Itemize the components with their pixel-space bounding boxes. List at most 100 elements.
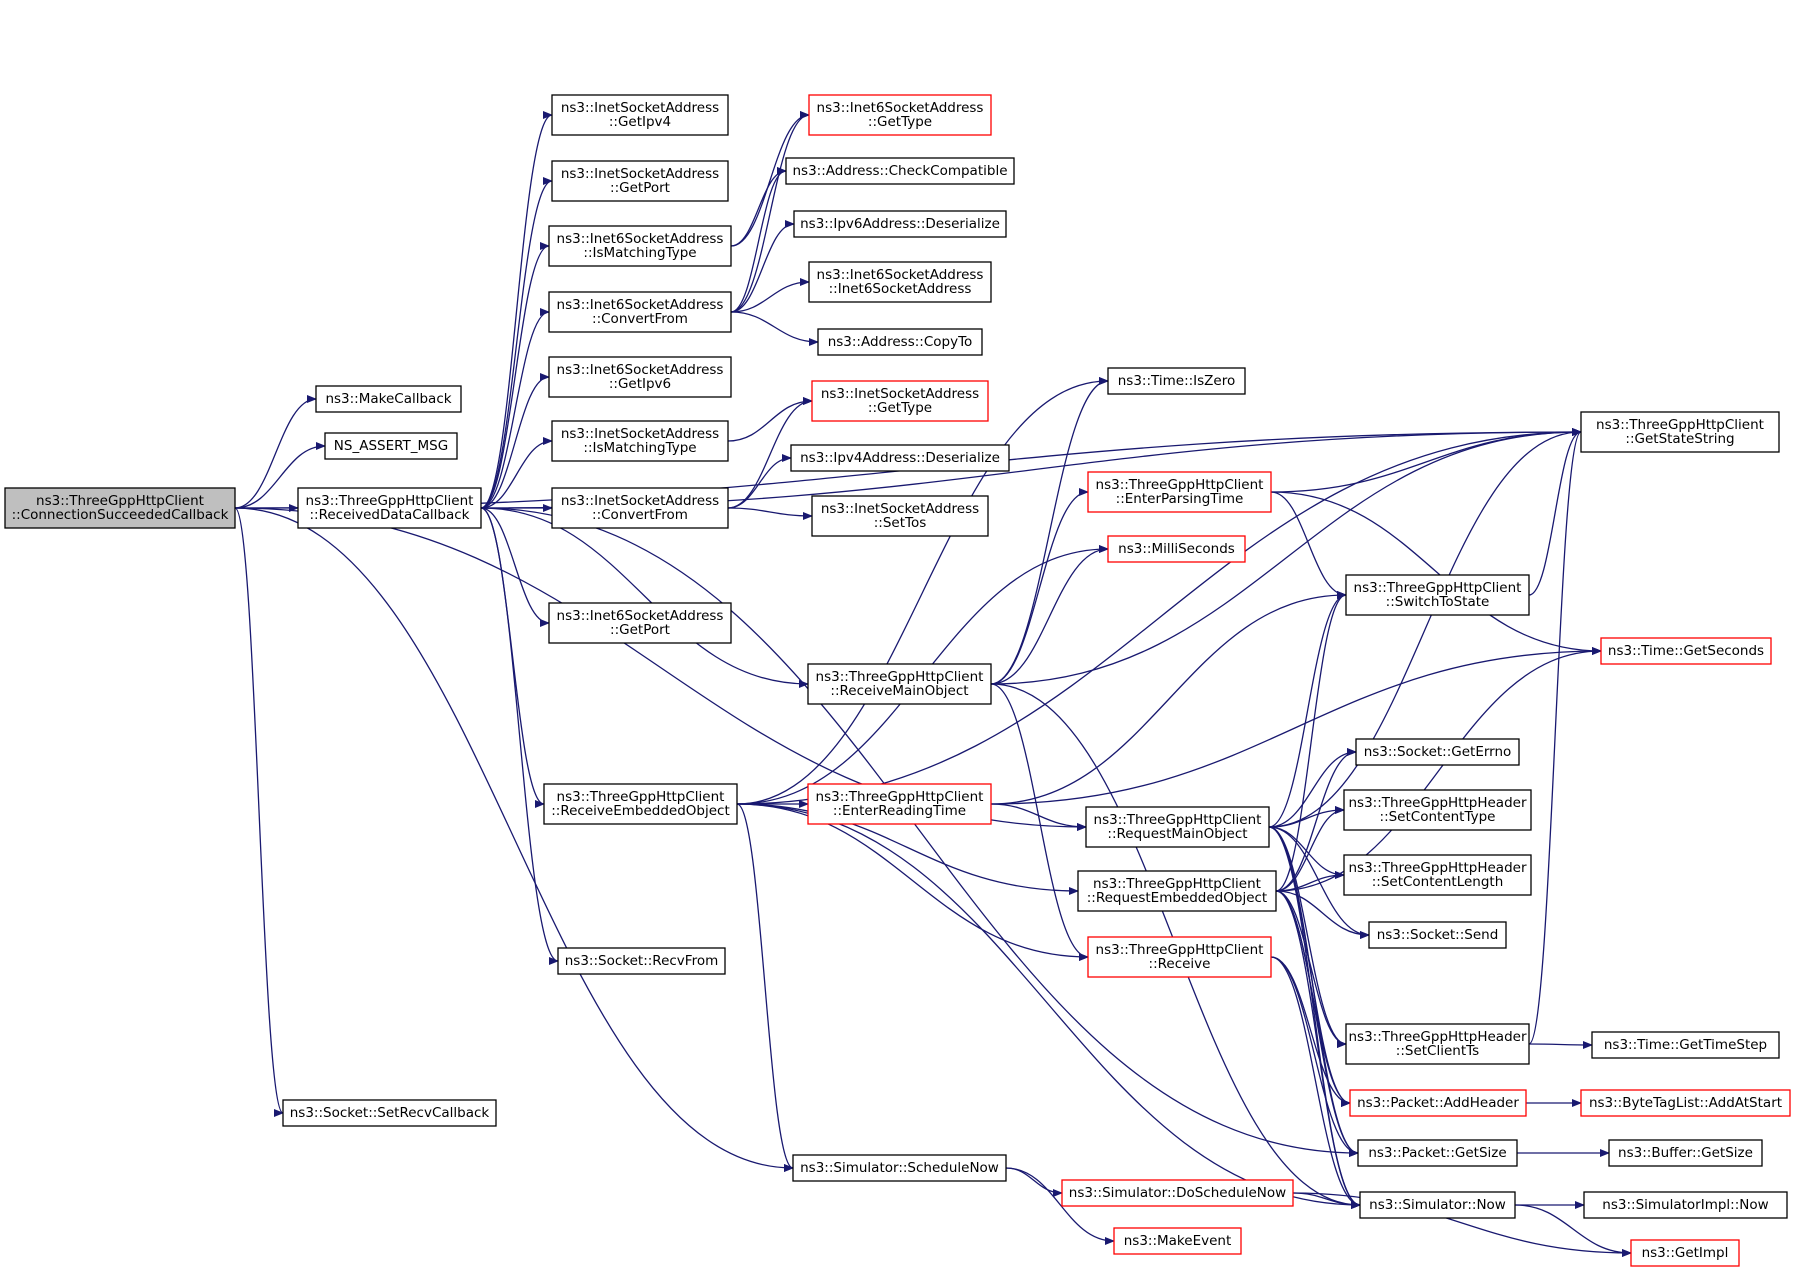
node-inet6_ismatching[interactable]: ns3::Inet6SocketAddress::IsMatchingType	[548, 225, 732, 267]
node-simnow[interactable]: ns3::Simulator::Now	[1359, 1191, 1516, 1219]
node-schedulenow[interactable]: ns3::Simulator::ScheduleNow	[792, 1154, 1007, 1182]
edge-simnow-to-getimpl	[1514, 1204, 1632, 1257]
node-inet6_getport[interactable]: ns3::Inet6SocketAddress::GetPort	[548, 602, 732, 644]
node-label-schedulenow-0: ns3::Simulator::ScheduleNow	[800, 1160, 999, 1176]
node-receiveddata[interactable]: ns3::ThreeGppHttpClient::ReceivedDataCal…	[297, 487, 482, 529]
node-setcontenttype[interactable]: ns3::ThreeGppHttpHeader::SetContentType	[1343, 789, 1532, 831]
node-receive[interactable]: ns3::ThreeGppHttpClient::Receive	[1087, 936, 1272, 978]
node-switchtostate[interactable]: ns3::ThreeGppHttpClient::SwitchToState	[1345, 574, 1530, 616]
node-ipv6deser[interactable]: ns3::Ipv6Address::Deserialize	[793, 210, 1007, 238]
node-simimplnow[interactable]: ns3::SimulatorImpl::Now	[1583, 1191, 1788, 1219]
edge-receiveembedded-to-requestembedded	[736, 803, 1079, 895]
node-packetgetsize[interactable]: ns3::Packet::GetSize	[1357, 1139, 1518, 1167]
node-label-inet6_getipv6-1: ::GetIpv6	[609, 376, 671, 392]
node-inet_ismatching[interactable]: ns3::InetSocketAddress::IsMatchingType	[551, 420, 729, 462]
node-inet_settos[interactable]: ns3::InetSocketAddress::SetTos	[811, 495, 989, 537]
node-label-setclientts-1: ::SetClientTs	[1396, 1043, 1479, 1059]
node-addheader[interactable]: ns3::Packet::AddHeader	[1349, 1089, 1527, 1117]
node-milliseconds[interactable]: ns3::MilliSeconds	[1107, 535, 1246, 563]
node-geterrno[interactable]: ns3::Socket::GetErrno	[1355, 738, 1520, 766]
node-inet_gettype[interactable]: ns3::InetSocketAddress::GetType	[811, 380, 989, 422]
node-receivemain[interactable]: ns3::ThreeGppHttpClient::ReceiveMainObje…	[807, 663, 992, 705]
node-label-requestmain-1: ::RequestMainObject	[1107, 826, 1247, 842]
node-gettimestep[interactable]: ns3::Time::GetTimeStep	[1591, 1031, 1780, 1059]
node-label-checkcompat-0: ns3::Address::CheckCompatible	[792, 163, 1007, 179]
edge-receivemain-to-milliseconds	[990, 545, 1109, 685]
node-copyto[interactable]: ns3::Address::CopyTo	[817, 328, 983, 356]
node-label-inet6_ctor-0: ns3::Inet6SocketAddress	[817, 267, 984, 283]
node-root[interactable]: ns3::ThreeGppHttpClient::ConnectionSucce…	[4, 487, 236, 529]
node-setclientts[interactable]: ns3::ThreeGppHttpHeader::SetClientTs	[1345, 1023, 1530, 1065]
node-inet_convertfrom[interactable]: ns3::InetSocketAddress::ConvertFrom	[551, 487, 729, 529]
edge-requestmain-to-geterrno	[1268, 748, 1357, 828]
node-setcontentlength[interactable]: ns3::ThreeGppHttpHeader::SetContentLengt…	[1343, 854, 1532, 896]
node-setrecvcb[interactable]: ns3::Socket::SetRecvCallback	[282, 1099, 497, 1127]
node-label-inet_settos-1: ::SetTos	[874, 515, 927, 531]
edge-receive-to-packetgetsize	[1270, 956, 1359, 1157]
edge-schedulenow-to-doschedulenow	[1005, 1167, 1063, 1197]
node-box-copyto	[817, 328, 983, 356]
edge-inet6_convertfrom-to-inet6_ctor	[730, 278, 810, 313]
node-inet_getport[interactable]: ns3::InetSocketAddress::GetPort	[551, 160, 729, 202]
node-enterreading[interactable]: ns3::ThreeGppHttpClient::EnterReadingTim…	[807, 783, 992, 825]
node-box-requestembedded	[1077, 870, 1277, 912]
node-label-addatstart-0: ns3::ByteTagList::AddAtStart	[1589, 1095, 1782, 1111]
edge-receiveembedded-to-iszero	[736, 377, 1109, 805]
node-getstatestring[interactable]: ns3::ThreeGppHttpClient::GetStateString	[1580, 411, 1780, 453]
node-addatstart[interactable]: ns3::ByteTagList::AddAtStart	[1580, 1089, 1791, 1117]
node-doschedulenow[interactable]: ns3::Simulator::DoScheduleNow	[1061, 1179, 1294, 1207]
node-ipv4deser[interactable]: ns3::Ipv4Address::Deserialize	[790, 444, 1010, 472]
node-label-receiveddata-1: ::ReceivedDataCallback	[309, 507, 469, 523]
node-socketsend[interactable]: ns3::Socket::Send	[1368, 921, 1507, 949]
node-inet6_getipv6[interactable]: ns3::Inet6SocketAddress::GetIpv6	[548, 356, 732, 398]
node-label-makeevent-0: ns3::MakeEvent	[1124, 1233, 1232, 1249]
node-box-receiveddata	[297, 487, 482, 529]
edge-inet_ismatching-to-inet_gettype	[727, 397, 813, 442]
node-box-inet_gettype	[811, 380, 989, 422]
edge-requestmain-to-setcontenttype	[1268, 806, 1345, 828]
node-label-inet_getport-0: ns3::InetSocketAddress	[561, 166, 719, 182]
node-box-setcontenttype	[1343, 789, 1532, 831]
node-makecallback[interactable]: ns3::MakeCallback	[315, 385, 462, 413]
node-inet6_convertfrom[interactable]: ns3::Inet6SocketAddress::ConvertFrom	[548, 291, 732, 333]
node-label-recvfrom-0: ns3::Socket::RecvFrom	[565, 953, 719, 969]
node-label-inet_gettype-1: ::GetType	[868, 400, 932, 416]
node-label-receivemain-0: ns3::ThreeGppHttpClient	[816, 669, 984, 685]
node-label-getstatestring-1: ::GetStateString	[1625, 431, 1734, 447]
edge-receiveddata-to-inet_getport	[480, 177, 553, 509]
node-label-receiveembedded-1: ::ReceiveEmbeddedObject	[551, 803, 730, 819]
edge-requestembedded-to-geterrno	[1275, 748, 1357, 892]
node-label-inet_getipv4-1: ::GetIpv4	[609, 114, 671, 130]
node-inet6_ctor[interactable]: ns3::Inet6SocketAddress::Inet6SocketAddr…	[808, 261, 992, 303]
node-makeevent[interactable]: ns3::MakeEvent	[1113, 1227, 1242, 1255]
node-nsassert[interactable]: NS_ASSERT_MSG	[324, 432, 458, 460]
node-label-switchtostate-0: ns3::ThreeGppHttpClient	[1354, 580, 1522, 596]
node-iszero[interactable]: ns3::Time::IsZero	[1107, 367, 1246, 395]
node-buffergetsize[interactable]: ns3::Buffer::GetSize	[1608, 1139, 1763, 1167]
node-box-gettimestep	[1591, 1031, 1780, 1059]
node-box-enterreading	[807, 783, 992, 825]
edge-inet_convertfrom-to-inet_gettype	[727, 397, 813, 509]
node-receiveembedded[interactable]: ns3::ThreeGppHttpClient::ReceiveEmbedded…	[543, 783, 738, 825]
edge-receiveddata-to-packetgetsize	[480, 507, 1359, 1157]
node-label-nsassert-0: NS_ASSERT_MSG	[334, 438, 448, 454]
node-label-setcontenttype-0: ns3::ThreeGppHttpHeader	[1348, 795, 1526, 811]
node-enterparsing[interactable]: ns3::ThreeGppHttpClient::EnterParsingTim…	[1087, 471, 1272, 513]
node-inet6_gettype[interactable]: ns3::Inet6SocketAddress::GetType	[808, 94, 992, 136]
node-label-inet_ismatching-1: ::IsMatchingType	[583, 440, 696, 456]
node-box-packetgetsize	[1357, 1139, 1518, 1167]
edge-receiveddata-to-inet_ismatching	[480, 437, 553, 509]
node-recvfrom[interactable]: ns3::Socket::RecvFrom	[557, 947, 726, 975]
node-box-switchtostate	[1345, 574, 1530, 616]
node-checkcompat[interactable]: ns3::Address::CheckCompatible	[785, 157, 1015, 185]
node-label-inet6_getport-0: ns3::Inet6SocketAddress	[557, 608, 724, 624]
node-label-buffergetsize-0: ns3::Buffer::GetSize	[1618, 1145, 1753, 1161]
node-getseconds[interactable]: ns3::Time::GetSeconds	[1600, 637, 1772, 665]
node-requestmain[interactable]: ns3::ThreeGppHttpClient::RequestMainObje…	[1085, 806, 1270, 848]
node-inet_getipv4[interactable]: ns3::InetSocketAddress::GetIpv4	[551, 94, 729, 136]
node-getimpl[interactable]: ns3::GetImpl	[1630, 1239, 1740, 1267]
node-label-getstatestring-0: ns3::ThreeGppHttpClient	[1596, 417, 1764, 433]
node-box-inet_ismatching	[551, 420, 729, 462]
edge-inet6_convertfrom-to-ipv6deser	[730, 220, 795, 313]
node-requestembedded[interactable]: ns3::ThreeGppHttpClient::RequestEmbedded…	[1077, 870, 1277, 912]
